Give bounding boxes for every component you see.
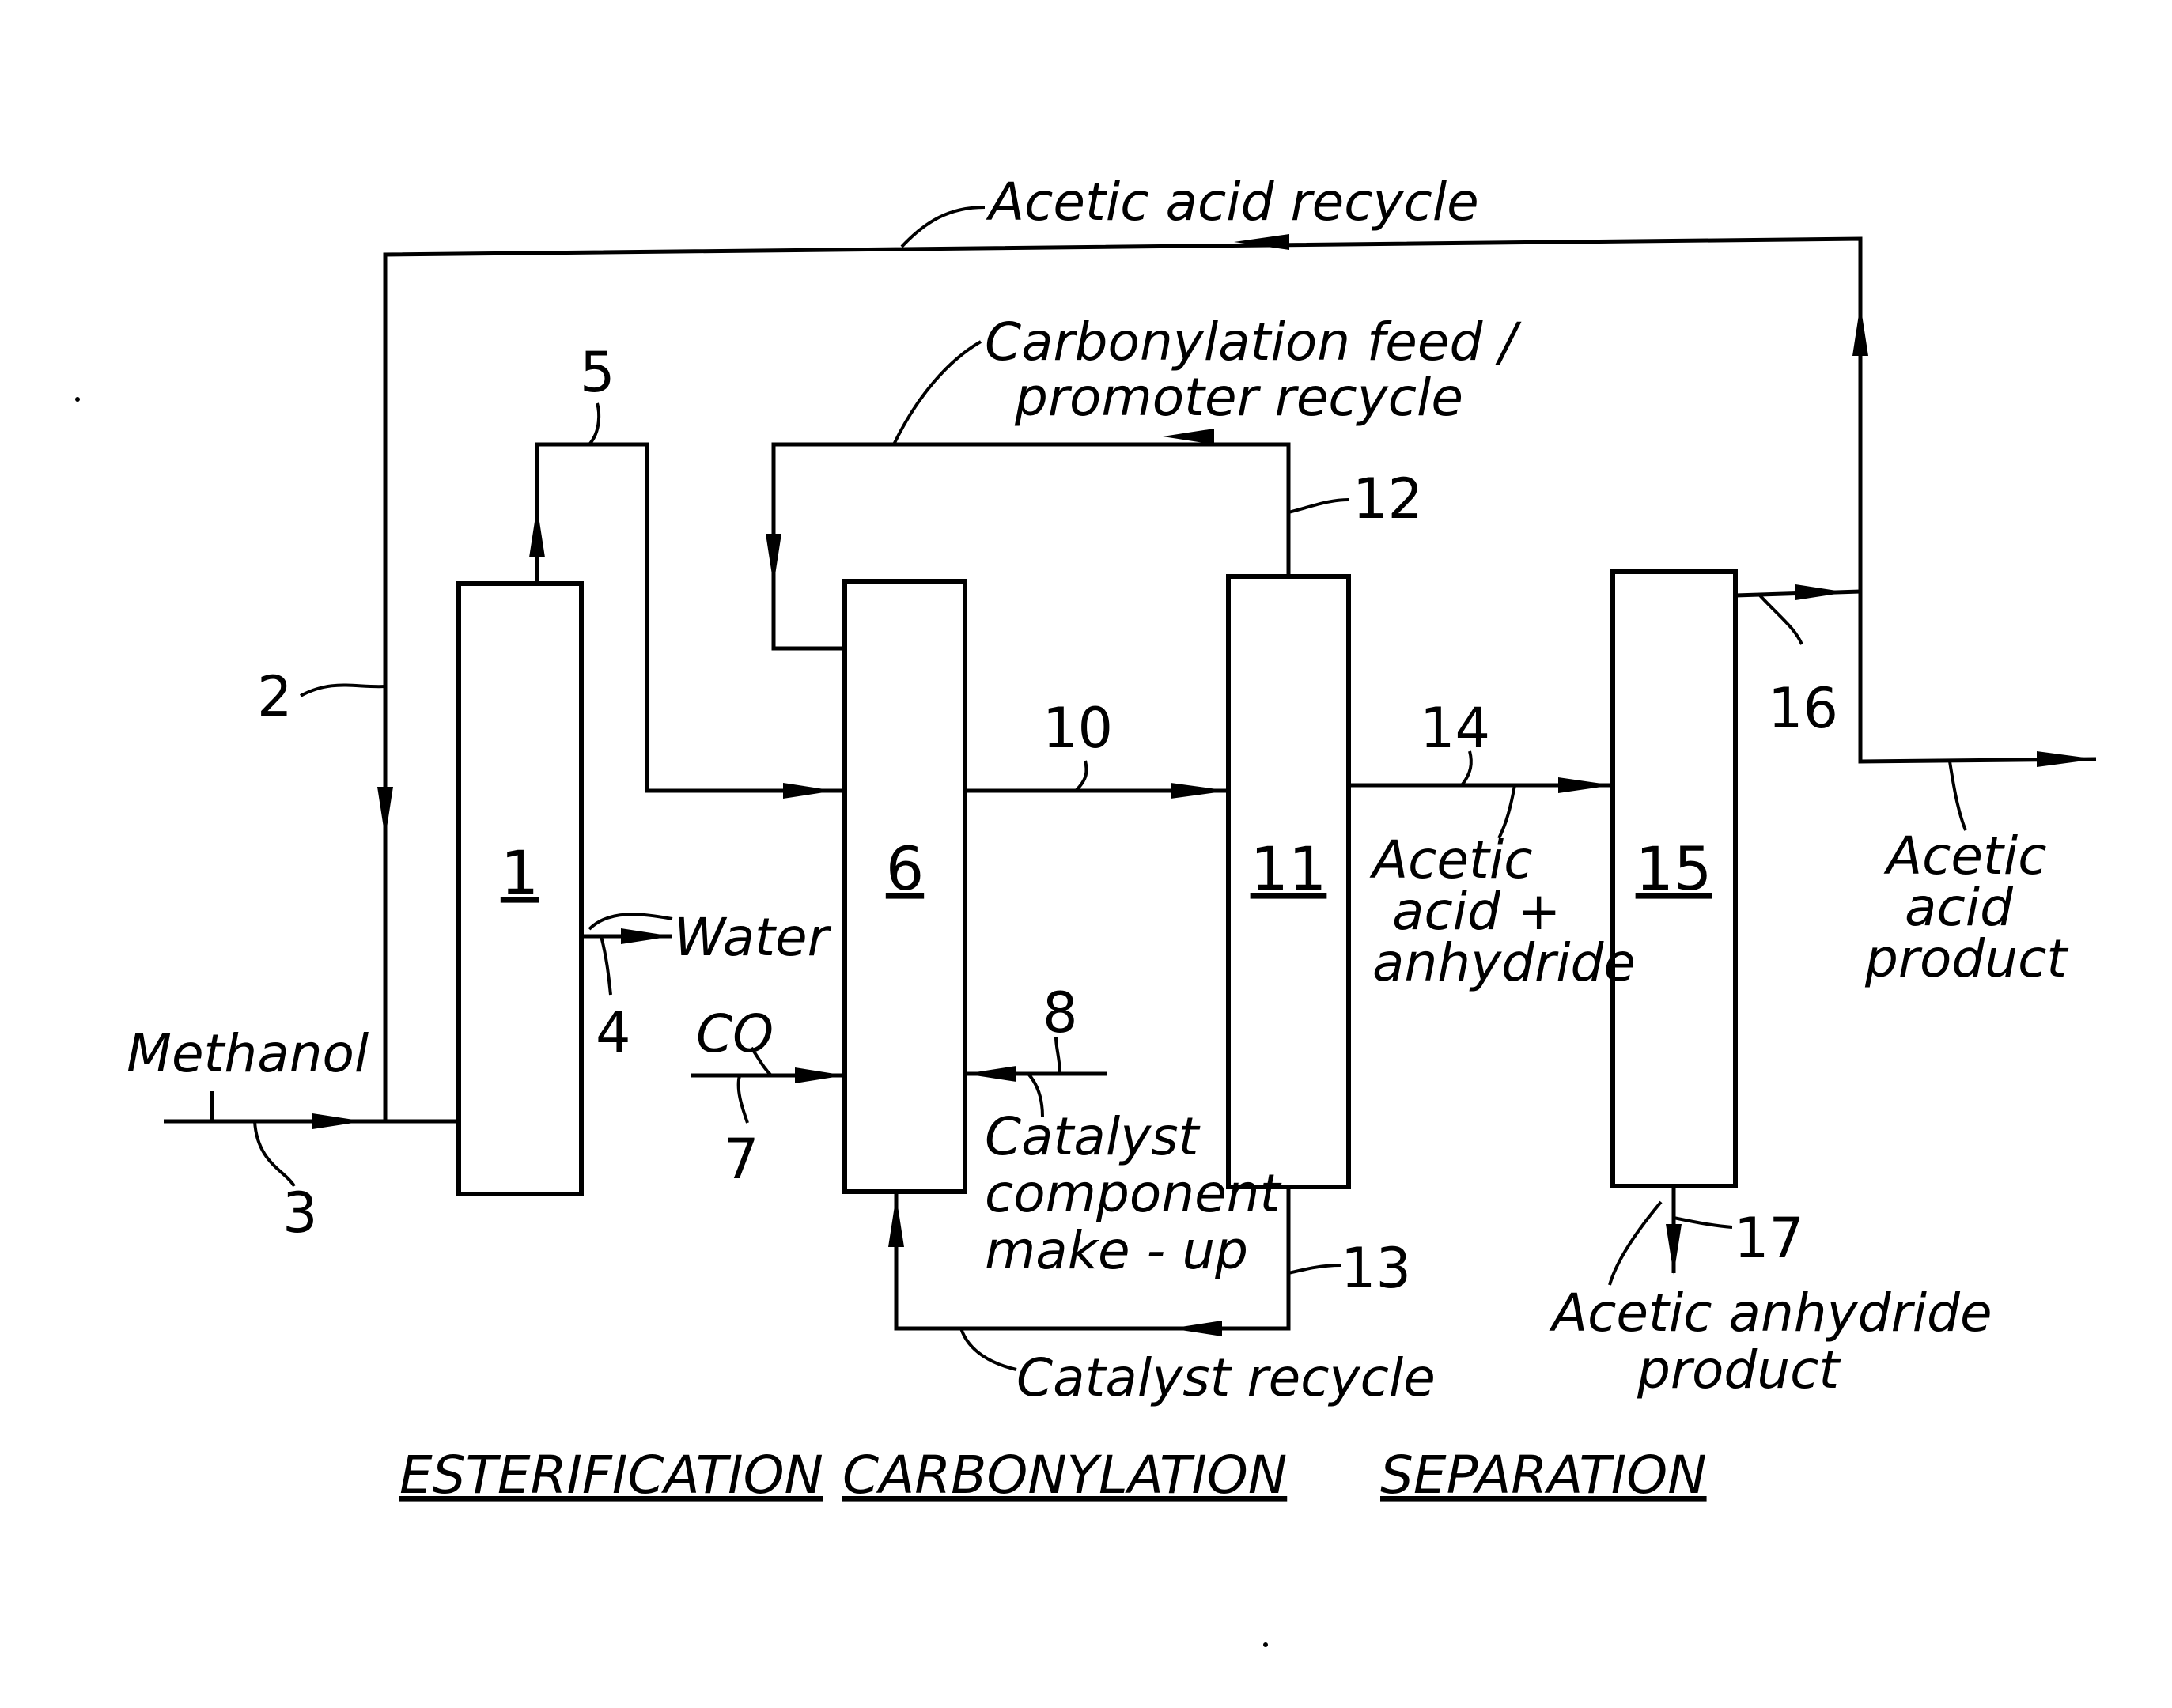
- stream-5-arrow-up: [529, 506, 545, 557]
- catalyst-makeup-label-1: Catalyst: [985, 1106, 1201, 1167]
- acetic-acid-product-line: Acetic acid product: [1858, 591, 2097, 989]
- stream-16-line: 16: [1735, 584, 1861, 741]
- section-carbonylation: CARBONYLATION: [842, 1445, 1287, 1506]
- stream-10-label: 10: [1042, 696, 1113, 761]
- carbonylation-feed-label-2: promoter recycle: [1014, 367, 1463, 428]
- co-arrow: [795, 1068, 845, 1083]
- carbonylation-feed-label-1: Carbonylation feed /: [985, 312, 1522, 372]
- stream-14-arrow: [1558, 777, 1613, 793]
- catalyst-makeup-line: 8 Catalyst component make - up: [965, 981, 1281, 1281]
- acid-anhydride-label-3: anhydride: [1372, 932, 1636, 993]
- acetic-anhydride-product-label-2: product: [1637, 1340, 1841, 1400]
- stream-17-label: 17: [1734, 1206, 1804, 1271]
- unit-15-label: 15: [1636, 833, 1712, 904]
- stream-16-arrow: [1795, 584, 1847, 600]
- promoter-arrow-left: [1163, 429, 1214, 444]
- stream-14-label: 14: [1420, 696, 1490, 761]
- stream-4-label: 4: [596, 1000, 631, 1065]
- stream-2-arrow-down: [377, 787, 393, 838]
- methanol-arrow: [312, 1113, 364, 1129]
- catalyst-recycle-line: 13 Catalyst recycle: [888, 1187, 1436, 1408]
- stream-7-label: 7: [724, 1127, 759, 1192]
- stream-17-line: 17 Acetic anhydride product: [1549, 1186, 1992, 1400]
- scan-speck: [75, 397, 80, 402]
- co-feed-line: CO 7: [691, 1003, 845, 1192]
- section-separation: SEPARATION: [1380, 1445, 1707, 1506]
- methanol-label: Methanol: [127, 1023, 369, 1084]
- water-arrow: [621, 928, 672, 944]
- stream-5-label: 5: [580, 340, 615, 405]
- stream-10-line: 10: [965, 696, 1228, 799]
- unit-1-esterifier: 1: [456, 581, 584, 1196]
- unit-6-label: 6: [886, 833, 924, 904]
- promoter-recycle-line: Carbonylation feed / promoter recycle 12: [766, 312, 1522, 651]
- recycle-arrow-left: [1234, 234, 1289, 250]
- unit-11-label: 11: [1251, 833, 1327, 904]
- acetic-acid-product-label-2: acid: [1905, 877, 2014, 938]
- catalyst-recycle-arrow-left: [1171, 1321, 1222, 1336]
- catalyst-recycle-arrow-up: [888, 1196, 904, 1247]
- acetic-acid-product-label-3: product: [1864, 928, 2068, 989]
- acetic-acid-product-arrow: [2037, 751, 2096, 767]
- unit-15-separator: 15: [1610, 569, 1738, 1188]
- scan-speck: [1263, 1642, 1268, 1647]
- stream-8-label: 8: [1042, 981, 1078, 1045]
- water-outlet-line: Water 4: [581, 907, 832, 1065]
- catalyst-makeup-label-2: component: [985, 1163, 1281, 1224]
- unit-11-separator: 11: [1226, 574, 1351, 1189]
- recycle-arrow-up: [1852, 304, 1868, 356]
- unit-1-label: 1: [501, 837, 539, 908]
- stream-14-line: 14 Acetic acid + anhydride: [1349, 696, 1636, 993]
- acetic-anhydride-product-label-1: Acetic anhydride: [1549, 1283, 1992, 1343]
- stream-17-arrow: [1666, 1224, 1682, 1275]
- acetic-acid-product-label-1: Acetic: [1883, 826, 2047, 886]
- acid-anhydride-label-1: Acetic: [1369, 829, 1533, 890]
- co-label: CO: [696, 1003, 774, 1064]
- section-esterification: ESTERIFICATION: [399, 1445, 823, 1506]
- promoter-arrow-down: [766, 534, 781, 585]
- catalyst-recycle-label: Catalyst recycle: [1016, 1347, 1436, 1408]
- methanol-feed-line: Methanol 3: [127, 1023, 459, 1245]
- catalyst-makeup-label-3: make - up: [985, 1220, 1248, 1281]
- stream-5-arrow-right: [783, 783, 834, 799]
- unit-6-carbonylation-reactor: 6: [842, 579, 967, 1194]
- acetic-acid-recycle-label: Acetic acid recycle: [986, 172, 1479, 232]
- stream-3-label: 3: [282, 1181, 318, 1245]
- acid-anhydride-label-2: acid +: [1392, 881, 1561, 942]
- stream-10-arrow: [1171, 783, 1228, 799]
- stream-2-label: 2: [257, 664, 293, 729]
- stream-12-label: 12: [1353, 467, 1423, 531]
- catalyst-makeup-arrow: [965, 1066, 1016, 1082]
- stream-13-label: 13: [1341, 1236, 1411, 1301]
- water-label: Water: [674, 907, 832, 968]
- stream-5-line: 5: [529, 340, 845, 799]
- stream-16-label: 16: [1768, 676, 1838, 741]
